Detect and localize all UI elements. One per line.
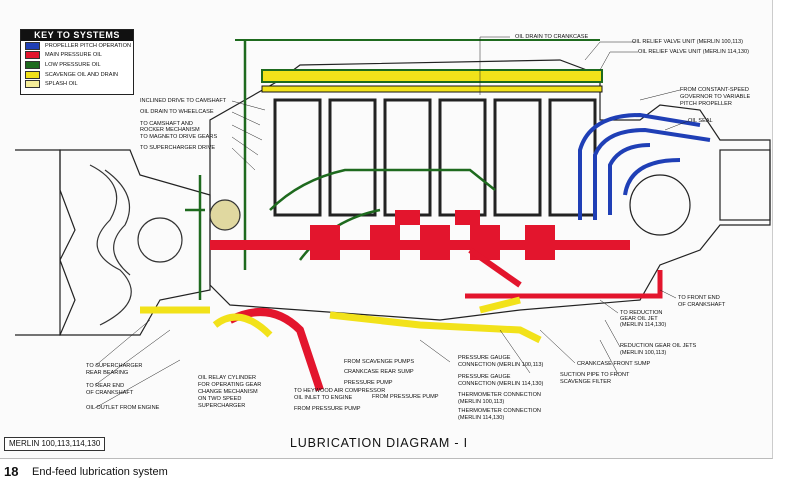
lubrication-diagram: OIL DRAIN TO CRANKCASE OIL RELIEF VALVE …	[15, 34, 771, 421]
label-reduction-jets-1: REDUCTION GEAR OIL JETS	[620, 343, 697, 349]
key-swatch	[25, 70, 40, 79]
label-thermo-114-1: THERMOMETER CONNECTION	[458, 408, 541, 414]
label-thermo-100-2: (MERLIN 100,113)	[458, 399, 504, 405]
label-thermo-114-2: (MERLIN 114,130)	[458, 415, 504, 421]
label-rear-sump: CRANKCASE REAR SUMP	[344, 369, 414, 375]
page-caption: End-feed lubrication system	[32, 466, 168, 478]
label-constant-speed-1: FROM CONSTANT-SPEED	[680, 87, 749, 93]
label-relief-valve-100: OIL RELIEF VALVE UNIT (MERLIN 100,113)	[632, 39, 743, 45]
label-rear-crank-1: TO REAR END	[86, 383, 124, 389]
label-camshaft-rocker-1: TO CAMSHAFT AND	[140, 121, 193, 127]
key-item: PROPELLER PITCH OPERATION	[21, 41, 133, 51]
label-scavenge-pumps: FROM SCAVENGE PUMPS	[344, 359, 414, 365]
label-thermo-100-1: THERMOMETER CONNECTION	[458, 392, 541, 398]
label-sc-rear-bearing-2: REAR BEARING	[86, 370, 128, 376]
key-swatch	[25, 80, 40, 89]
label-constant-speed-2: GOVERNOR TO VARIABLE	[680, 94, 751, 100]
label-suction-pipe-2: SCAVENGE FILTER	[560, 379, 611, 385]
label-relay-cyl-2: FOR OPERATING GEAR	[198, 382, 261, 388]
label-rear-crank-2: OF CRANKSHAFT	[86, 390, 134, 396]
label-reduction-jet-1: TO REDUCTION	[620, 310, 662, 316]
engine-outline	[15, 59, 771, 336]
label-sc-rear-bearing-1: TO SUPERCHARGER	[86, 363, 142, 369]
label-relay-cyl-4: ON TWO SPEED	[198, 396, 241, 402]
leader-lines	[94, 36, 689, 409]
key-item: SPLASH OIL	[21, 79, 133, 89]
supercharger	[89, 164, 241, 326]
label-gauge-114-1: PRESSURE GAUGE	[458, 374, 511, 380]
label-oil-drain-crankcase: OIL DRAIN TO CRANKCASE	[515, 34, 589, 40]
label-front-sump: CRANKCASE FRONT SUMP	[577, 361, 651, 367]
model-box: MERLIN 100,113,114,130	[4, 437, 106, 451]
label-supercharger-drive: TO SUPERCHARGER DRIVE	[140, 145, 215, 151]
label-heywood: TO HEYWOOD AIR COMPRESSOR	[294, 388, 385, 394]
label-inclined-drive: INCLINED DRIVE TO CAMSHAFT	[140, 98, 227, 104]
key-title: KEY TO SYSTEMS	[21, 30, 133, 41]
label-from-pressure-pump-1: FROM PRESSURE PUMP	[294, 406, 361, 412]
label-front-end-1: TO FRONT END	[678, 295, 720, 301]
page-number: 18	[4, 464, 19, 479]
key-to-systems: KEY TO SYSTEMS PROPELLER PITCH OPERATION…	[20, 29, 134, 95]
labels-bottom: TO SUPERCHARGER REAR BEARING TO REAR END…	[86, 355, 651, 421]
reduction-gear	[629, 149, 771, 236]
diagram-sheet: OIL DRAIN TO CRANKCASE OIL RELIEF VALVE …	[0, 0, 773, 459]
label-oil-drain-wheelcase: OIL DRAIN TO WHEELCASE	[140, 109, 214, 115]
key-label: SPLASH OIL	[45, 81, 78, 88]
label-relay-cyl-3: CHANGE MECHANISM	[198, 389, 258, 395]
label-reduction-jet-3: (MERLIN 114,130)	[620, 322, 666, 328]
label-constant-speed-3: PITCH PROPELLER	[680, 101, 732, 107]
scavenge-oil-lines	[140, 296, 542, 344]
cylinder-bank	[273, 98, 597, 217]
label-relay-cyl-5: SUPERCHARGER	[198, 403, 245, 409]
key-label: LOW PRESSURE OIL	[45, 61, 101, 68]
main-pressure-oil-lines	[210, 210, 663, 392]
label-oil-inlet: OIL INLET TO ENGINE	[294, 395, 353, 401]
label-relay-cyl-1: OIL RELAY CYLINDER	[198, 375, 256, 381]
labels-left: INCLINED DRIVE TO CAMSHAFT OIL DRAIN TO …	[140, 98, 227, 151]
label-gauge-100-2: CONNECTION (MERLIN 100,113)	[458, 362, 544, 368]
key-swatch	[25, 51, 40, 60]
camshaft-oil-gallery	[235, 39, 603, 270]
label-pressure-pump: PRESSURE PUMP	[344, 380, 393, 386]
key-item: LOW PRESSURE OIL	[21, 60, 133, 70]
key-item: SCAVENGE OIL AND DRAIN	[21, 70, 133, 80]
key-swatch	[25, 41, 40, 50]
label-reduction-jets-2: (MERLIN 100,113)	[620, 350, 666, 356]
label-front-end-2: OF CRANKSHAFT	[678, 302, 726, 308]
label-relief-valve-114: OIL RELIEF VALVE UNIT (MERLIN 114,130)	[638, 49, 749, 55]
key-label: PROPELLER PITCH OPERATION	[45, 42, 131, 49]
label-gauge-114-2: CONNECTION (MERLIN 114,130)	[458, 381, 544, 387]
labels-right: TO FRONT END OF CRANKSHAFT TO REDUCTION …	[620, 295, 726, 356]
key-item: MAIN PRESSURE OIL	[21, 51, 133, 61]
key-label: SCAVENGE OIL AND DRAIN	[45, 71, 119, 78]
label-suction-pipe-1: SUCTION PIPE TO FRONT	[560, 372, 630, 378]
label-from-pressure-pump-2: FROM PRESSURE PUMP	[372, 394, 439, 400]
label-oil-seal: OIL SEAL	[688, 118, 713, 124]
labels-top: OIL DRAIN TO CRANKCASE OIL RELIEF VALVE …	[515, 34, 751, 124]
key-swatch	[25, 60, 40, 69]
key-label: MAIN PRESSURE OIL	[45, 52, 102, 59]
label-reduction-jet-2: GEAR OIL JET	[620, 316, 658, 322]
diagram-title: LUBRICATION DIAGRAM - I	[290, 436, 468, 450]
propeller-pitch-oil-lines	[578, 112, 711, 220]
label-oil-outlet: OIL OUTLET FROM ENGINE	[86, 405, 160, 411]
label-gauge-100-1: PRESSURE GAUGE	[458, 355, 511, 361]
label-camshaft-rocker-2: ROCKER MECHANISM	[140, 127, 200, 133]
label-magneto-drive: TO MAGNETO DRIVE GEARS	[140, 134, 217, 140]
